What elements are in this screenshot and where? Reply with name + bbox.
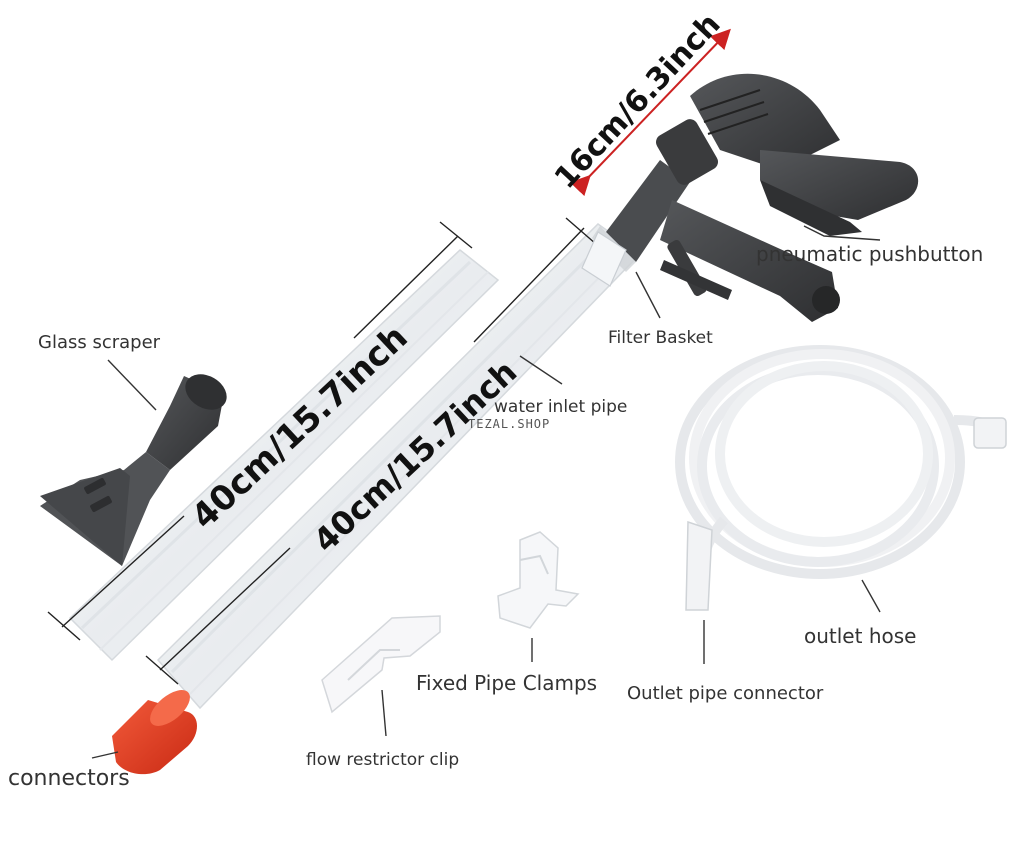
outlet-hose-part xyxy=(675,345,1007,601)
glass-scraper xyxy=(40,374,227,566)
outlet-pipe-connector-part xyxy=(685,417,1007,611)
flow-restrictor-clip-part xyxy=(321,615,441,714)
filter-basket xyxy=(581,231,627,287)
outlet-pipe-connector-label: Outlet pipe connector xyxy=(627,683,824,704)
pipe-1 xyxy=(68,249,500,662)
fixed-pipe-clamps-label: Fixed Pipe Clamps xyxy=(416,671,598,695)
filter-basket-label: Filter Basket xyxy=(608,328,713,348)
fixed-pipe-clamp-part xyxy=(497,531,580,629)
glass-scraper-label: Glass scraper xyxy=(38,332,161,353)
handle-dimension-arrow xyxy=(569,28,731,197)
outlet-hose-label: outlet hose xyxy=(804,624,917,648)
connectors-label: connectors xyxy=(8,766,130,791)
connector-cap xyxy=(112,690,197,775)
leader-lines xyxy=(91,225,881,759)
pipe-1-dimension-line xyxy=(47,221,473,641)
water-inlet-pipe-label: water inlet pipe xyxy=(494,397,628,417)
pipe-2-dimension-line xyxy=(145,217,597,685)
flow-restrictor-clip-label: flow restrictor clip xyxy=(306,750,460,770)
watermark: TEZAL.SHOP xyxy=(468,417,551,431)
pushbutton-label: pneumatic pushbutton xyxy=(756,242,984,266)
